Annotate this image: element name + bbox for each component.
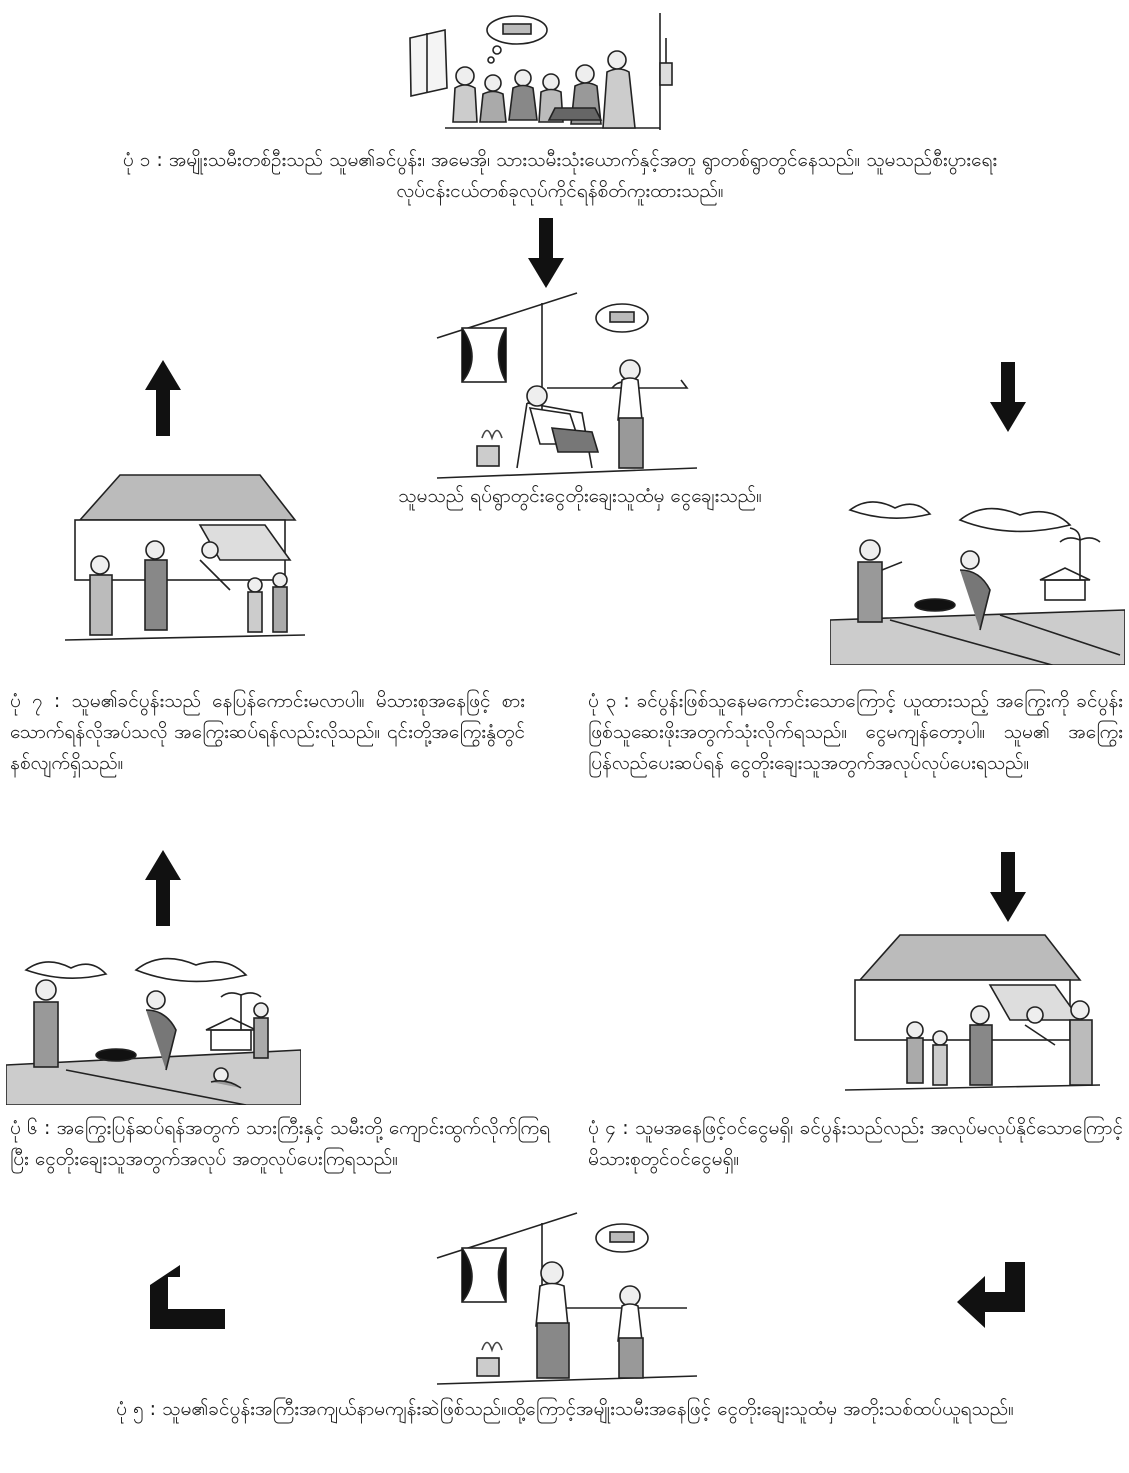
illustration-moneylender-house-5 bbox=[432, 1208, 702, 1388]
caption-panel-3: ပုံ ၃ : ခင်ပွန်းဖြစ်သူနေမကောင်းသောကြောင့… bbox=[588, 690, 1123, 774]
caption-panel-1: ပုံ ၁ : အမျိုးသမီးတစ်ဦးသည် သူမ၏ခင်ပွန်း၊… bbox=[122, 149, 998, 202]
arrow-down-icon bbox=[990, 362, 1026, 434]
caption-panel-7: ပုံ ၇ : သူမ၏ခင်ပွန်းသည် နေပြန်ကောင်းမလာပ… bbox=[10, 690, 525, 774]
illustration-family-house-4 bbox=[840, 930, 1105, 1100]
illustration-family-indoor bbox=[405, 8, 695, 136]
illustration-farm-work-3 bbox=[830, 490, 1125, 665]
arrow-curved-left-icon bbox=[150, 1265, 225, 1335]
caption-panel-4: ပုံ ၄ : သူမအနေဖြင့်ဝင်ငွေမရှိ၊ ခင်ပွန်းသ… bbox=[588, 1117, 1123, 1170]
illustration-moneylender-house bbox=[432, 288, 702, 483]
caption-panel-6: ပုံ ၆ : အကြွေးပြန်ဆပ်ရန်အတွက် သားကြီးနှင… bbox=[10, 1117, 550, 1170]
illustration-family-house-7 bbox=[60, 470, 310, 650]
caption-panel-2: သူမသည် ရပ်ရွာတွင်းငွေတိုးချေးသူထံမှ ငွေခ… bbox=[398, 485, 762, 507]
arrow-up-icon bbox=[145, 360, 181, 436]
caption-panel-5: ပုံ ၅ : သူမ၏ခင်ပွန်းအကြီးအကျယ်နာမကျန်းဆဲ… bbox=[116, 1398, 1014, 1420]
arrow-curved-right-down-icon bbox=[955, 1262, 1030, 1332]
illustration-farm-work-6 bbox=[6, 930, 301, 1105]
arrow-down-icon bbox=[990, 852, 1026, 924]
arrow-down-icon bbox=[528, 218, 564, 290]
arrow-up-icon bbox=[145, 850, 181, 926]
